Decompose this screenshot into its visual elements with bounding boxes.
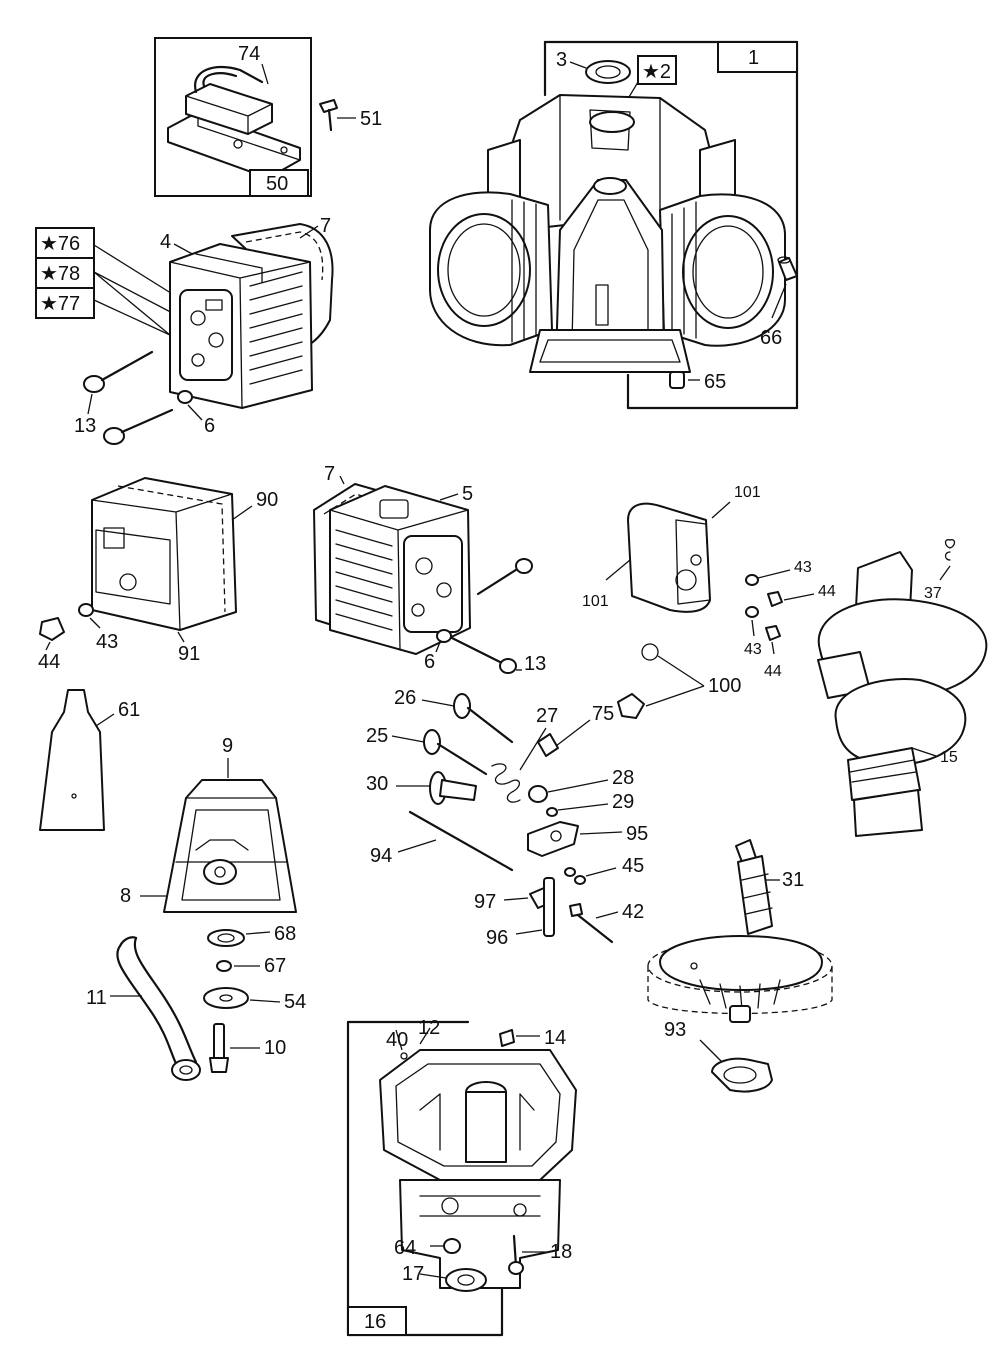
label-17: 17 (402, 1263, 424, 1285)
label-91: 91 (178, 643, 200, 665)
label-7a: 7 (320, 215, 331, 237)
label-5: 5 (462, 483, 473, 505)
label-100: 100 (708, 675, 741, 697)
rocker-cover-101-group: 101 101 43 44 43 44 100 (582, 484, 836, 719)
label-101a: 101 (734, 484, 761, 501)
label-29: 29 (612, 791, 634, 813)
ignition-module-group: 74 50 (154, 37, 312, 197)
crankcase-cover (379, 1049, 577, 1289)
label-16-box (347, 1306, 407, 1336)
label-68: 68 (274, 923, 296, 945)
label-93: 93 (664, 1019, 686, 1041)
label-96: 96 (486, 927, 508, 949)
label-42: 42 (622, 901, 644, 923)
label-13a: 13 (74, 415, 96, 437)
breather-group: 9 8 (120, 735, 297, 913)
crankcase-body (429, 94, 786, 373)
label-78-box (35, 257, 95, 289)
label-40: 40 (386, 1029, 408, 1051)
label-43a: 43 (96, 631, 118, 653)
cylinder-head-5 (329, 485, 471, 655)
cylinder-head-4-group: ★76 ★78 ★77 4 7 (35, 215, 334, 445)
label-31: 31 (782, 869, 804, 891)
label-30: 30 (366, 773, 388, 795)
label-1-box (717, 41, 798, 73)
label-12: 12 (418, 1017, 440, 1039)
label-94: 94 (370, 845, 392, 867)
label-7b: 7 (324, 463, 335, 485)
label-65: 65 (704, 371, 726, 393)
label-77: ★77 (40, 293, 80, 315)
label-13b: 13 (524, 653, 546, 675)
label-26: 26 (394, 687, 416, 709)
label-77-box (35, 287, 95, 319)
valve-train-group: 26 25 27 75 28 29 30 94 95 (366, 687, 648, 949)
label-45: 45 (622, 855, 644, 877)
label-37: 37 (924, 585, 942, 602)
label-50-box (249, 169, 309, 197)
label-6a: 6 (204, 415, 215, 437)
ignition-module (167, 65, 301, 179)
crankcase-group: 1 ★2 3 (429, 40, 799, 410)
label-61: 61 (118, 699, 140, 721)
label-44b: 44 (818, 583, 836, 600)
label-101b: 101 (582, 593, 609, 610)
label-16: 16 (364, 1311, 386, 1333)
label-6b: 6 (424, 651, 435, 673)
screw-51: 51 (319, 99, 382, 132)
label-44c: 44 (764, 663, 782, 680)
label-2: ★2 (642, 61, 671, 83)
label-64: 64 (394, 1237, 416, 1259)
label-43b: 43 (794, 559, 812, 576)
label-14: 14 (544, 1027, 566, 1049)
rocker-cover-group: 90 91 43 44 (38, 477, 278, 673)
camshaft-group: 31 93 (647, 839, 833, 1093)
label-51: 51 (360, 108, 382, 130)
label-54: 54 (284, 991, 306, 1013)
head-bolts-13b: 13 (450, 558, 546, 675)
label-10: 10 (264, 1037, 286, 1059)
label-44a: 44 (38, 651, 60, 673)
oil-bottle-61: 61 (39, 689, 140, 831)
label-8: 8 (120, 885, 131, 907)
crankshaft-group: 37 15 (817, 539, 988, 837)
label-90: 90 (256, 489, 278, 511)
crankcase-frame (543, 40, 799, 410)
head-bolts-13a: 13 (74, 350, 174, 445)
label-50: 50 (266, 173, 288, 195)
label-15: 15 (940, 749, 958, 766)
label-1: 1 (748, 47, 759, 69)
label-4: 4 (160, 231, 171, 253)
cylinder-head-4 (169, 243, 313, 409)
label-18: 18 (550, 1241, 572, 1263)
label-25: 25 (366, 725, 388, 747)
crankcase-cover-group: 16 12 40 14 64 17 (346, 1017, 577, 1337)
label-75: 75 (592, 703, 614, 725)
label-76: ★76 (40, 233, 80, 255)
cylinder-head-5-group: 7 5 13 6 (313, 463, 546, 675)
label-97: 97 (474, 891, 496, 913)
label-76-box (35, 227, 95, 259)
label-27: 27 (536, 705, 558, 727)
label-67: 67 (264, 955, 286, 977)
label-95: 95 (626, 823, 648, 845)
drain-parts-group: 68 67 54 10 11 (86, 923, 306, 1081)
label-78: ★78 (40, 263, 80, 285)
label-2-box (637, 55, 677, 85)
label-74: 74 (238, 43, 260, 65)
label-3: 3 (556, 49, 567, 71)
label-66: 66 (760, 327, 782, 349)
label-9: 9 (222, 735, 233, 757)
label-43c: 43 (744, 641, 762, 658)
label-11: 11 (86, 987, 107, 1009)
label-28: 28 (612, 767, 634, 789)
